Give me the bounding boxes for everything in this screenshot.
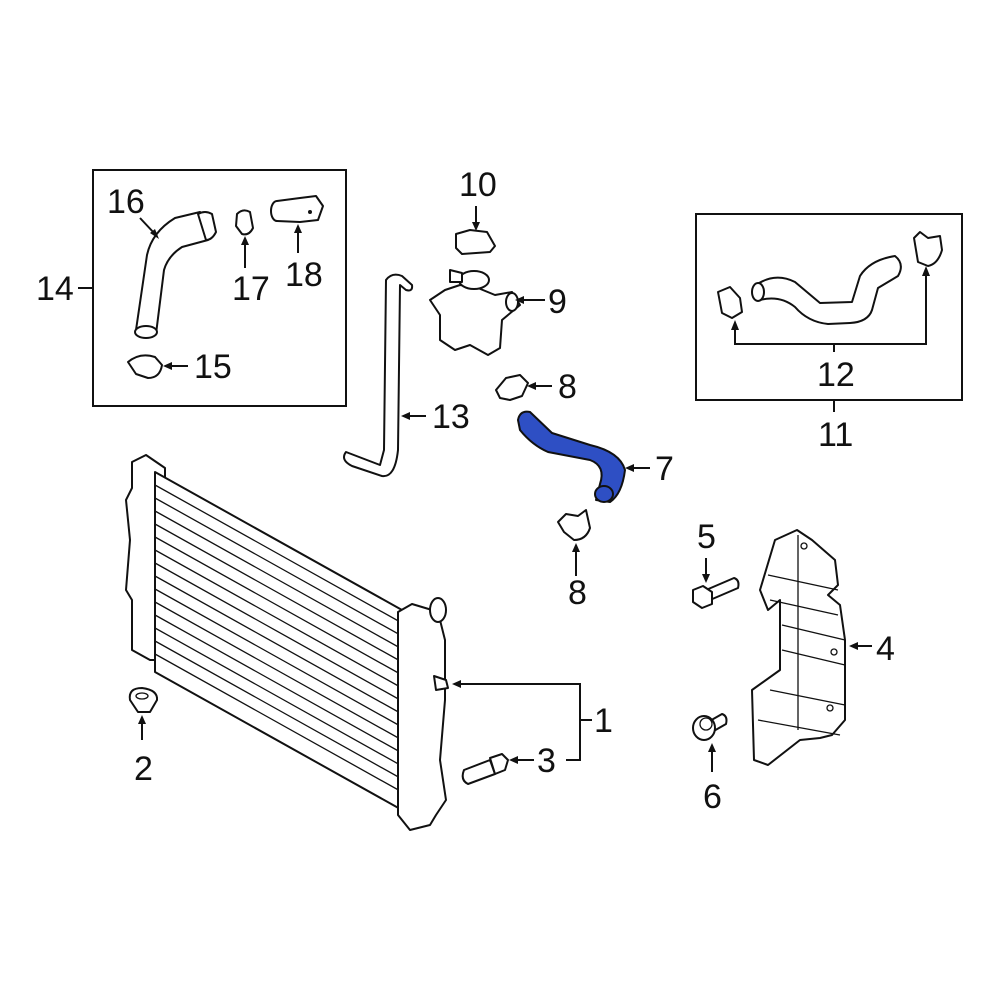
callout-8b[interactable]: 8 [568, 574, 587, 612]
callout-1[interactable]: 1 [594, 702, 613, 740]
clamp-15-part[interactable] [127, 354, 163, 379]
callout-16[interactable]: 16 [107, 183, 145, 221]
callout-11[interactable]: 11 [818, 416, 853, 454]
callout-14[interactable]: 14 [36, 270, 74, 308]
clip-6-part[interactable] [692, 713, 728, 741]
callout-4[interactable]: 4 [876, 630, 895, 668]
grommet-2-part[interactable] [128, 687, 159, 713]
clamp-8a-part[interactable] [495, 374, 529, 401]
coolant-outlet-9-part[interactable] [429, 269, 521, 356]
callout-5[interactable]: 5 [697, 518, 716, 556]
callout-12[interactable]: 12 [817, 356, 855, 394]
hose-kit-right-box: 11 12 [695, 213, 963, 454]
callout-17[interactable]: 17 [232, 270, 270, 308]
clamp-17-part[interactable] [235, 209, 254, 236]
hose-12-part[interactable] [755, 255, 902, 325]
callout-2[interactable]: 2 [134, 750, 153, 788]
connector-18-part[interactable] [270, 195, 324, 223]
callout-18[interactable]: 18 [285, 256, 323, 294]
callout-13[interactable]: 13 [432, 398, 470, 436]
air-deflector-4-part[interactable] [751, 529, 846, 766]
clamp-8b-part[interactable] [557, 509, 591, 541]
callout-10[interactable]: 10 [459, 166, 497, 204]
overflow-hose-13-part[interactable] [343, 273, 414, 478]
bolt-5-part[interactable] [692, 577, 740, 609]
callout-7[interactable]: 7 [655, 450, 674, 488]
callout-15[interactable]: 15 [194, 348, 232, 386]
lower-radiator-hose-7-part[interactable] [517, 410, 626, 503]
callout-3[interactable]: 3 [537, 742, 556, 780]
callout-9[interactable]: 9 [548, 283, 567, 321]
callout-6[interactable]: 6 [703, 778, 722, 816]
clamp-12a-part[interactable] [717, 286, 743, 319]
drain-plug-3-part[interactable] [461, 753, 509, 785]
clamp-12b-part[interactable] [913, 231, 943, 267]
radiator-1-part[interactable] [125, 454, 449, 831]
callout-8a[interactable]: 8 [558, 368, 577, 406]
cap-10-part[interactable] [455, 229, 496, 255]
hose-kit-left-box: 14 16 17 18 15 [36, 169, 347, 407]
upper-hose-part[interactable] [134, 211, 217, 339]
